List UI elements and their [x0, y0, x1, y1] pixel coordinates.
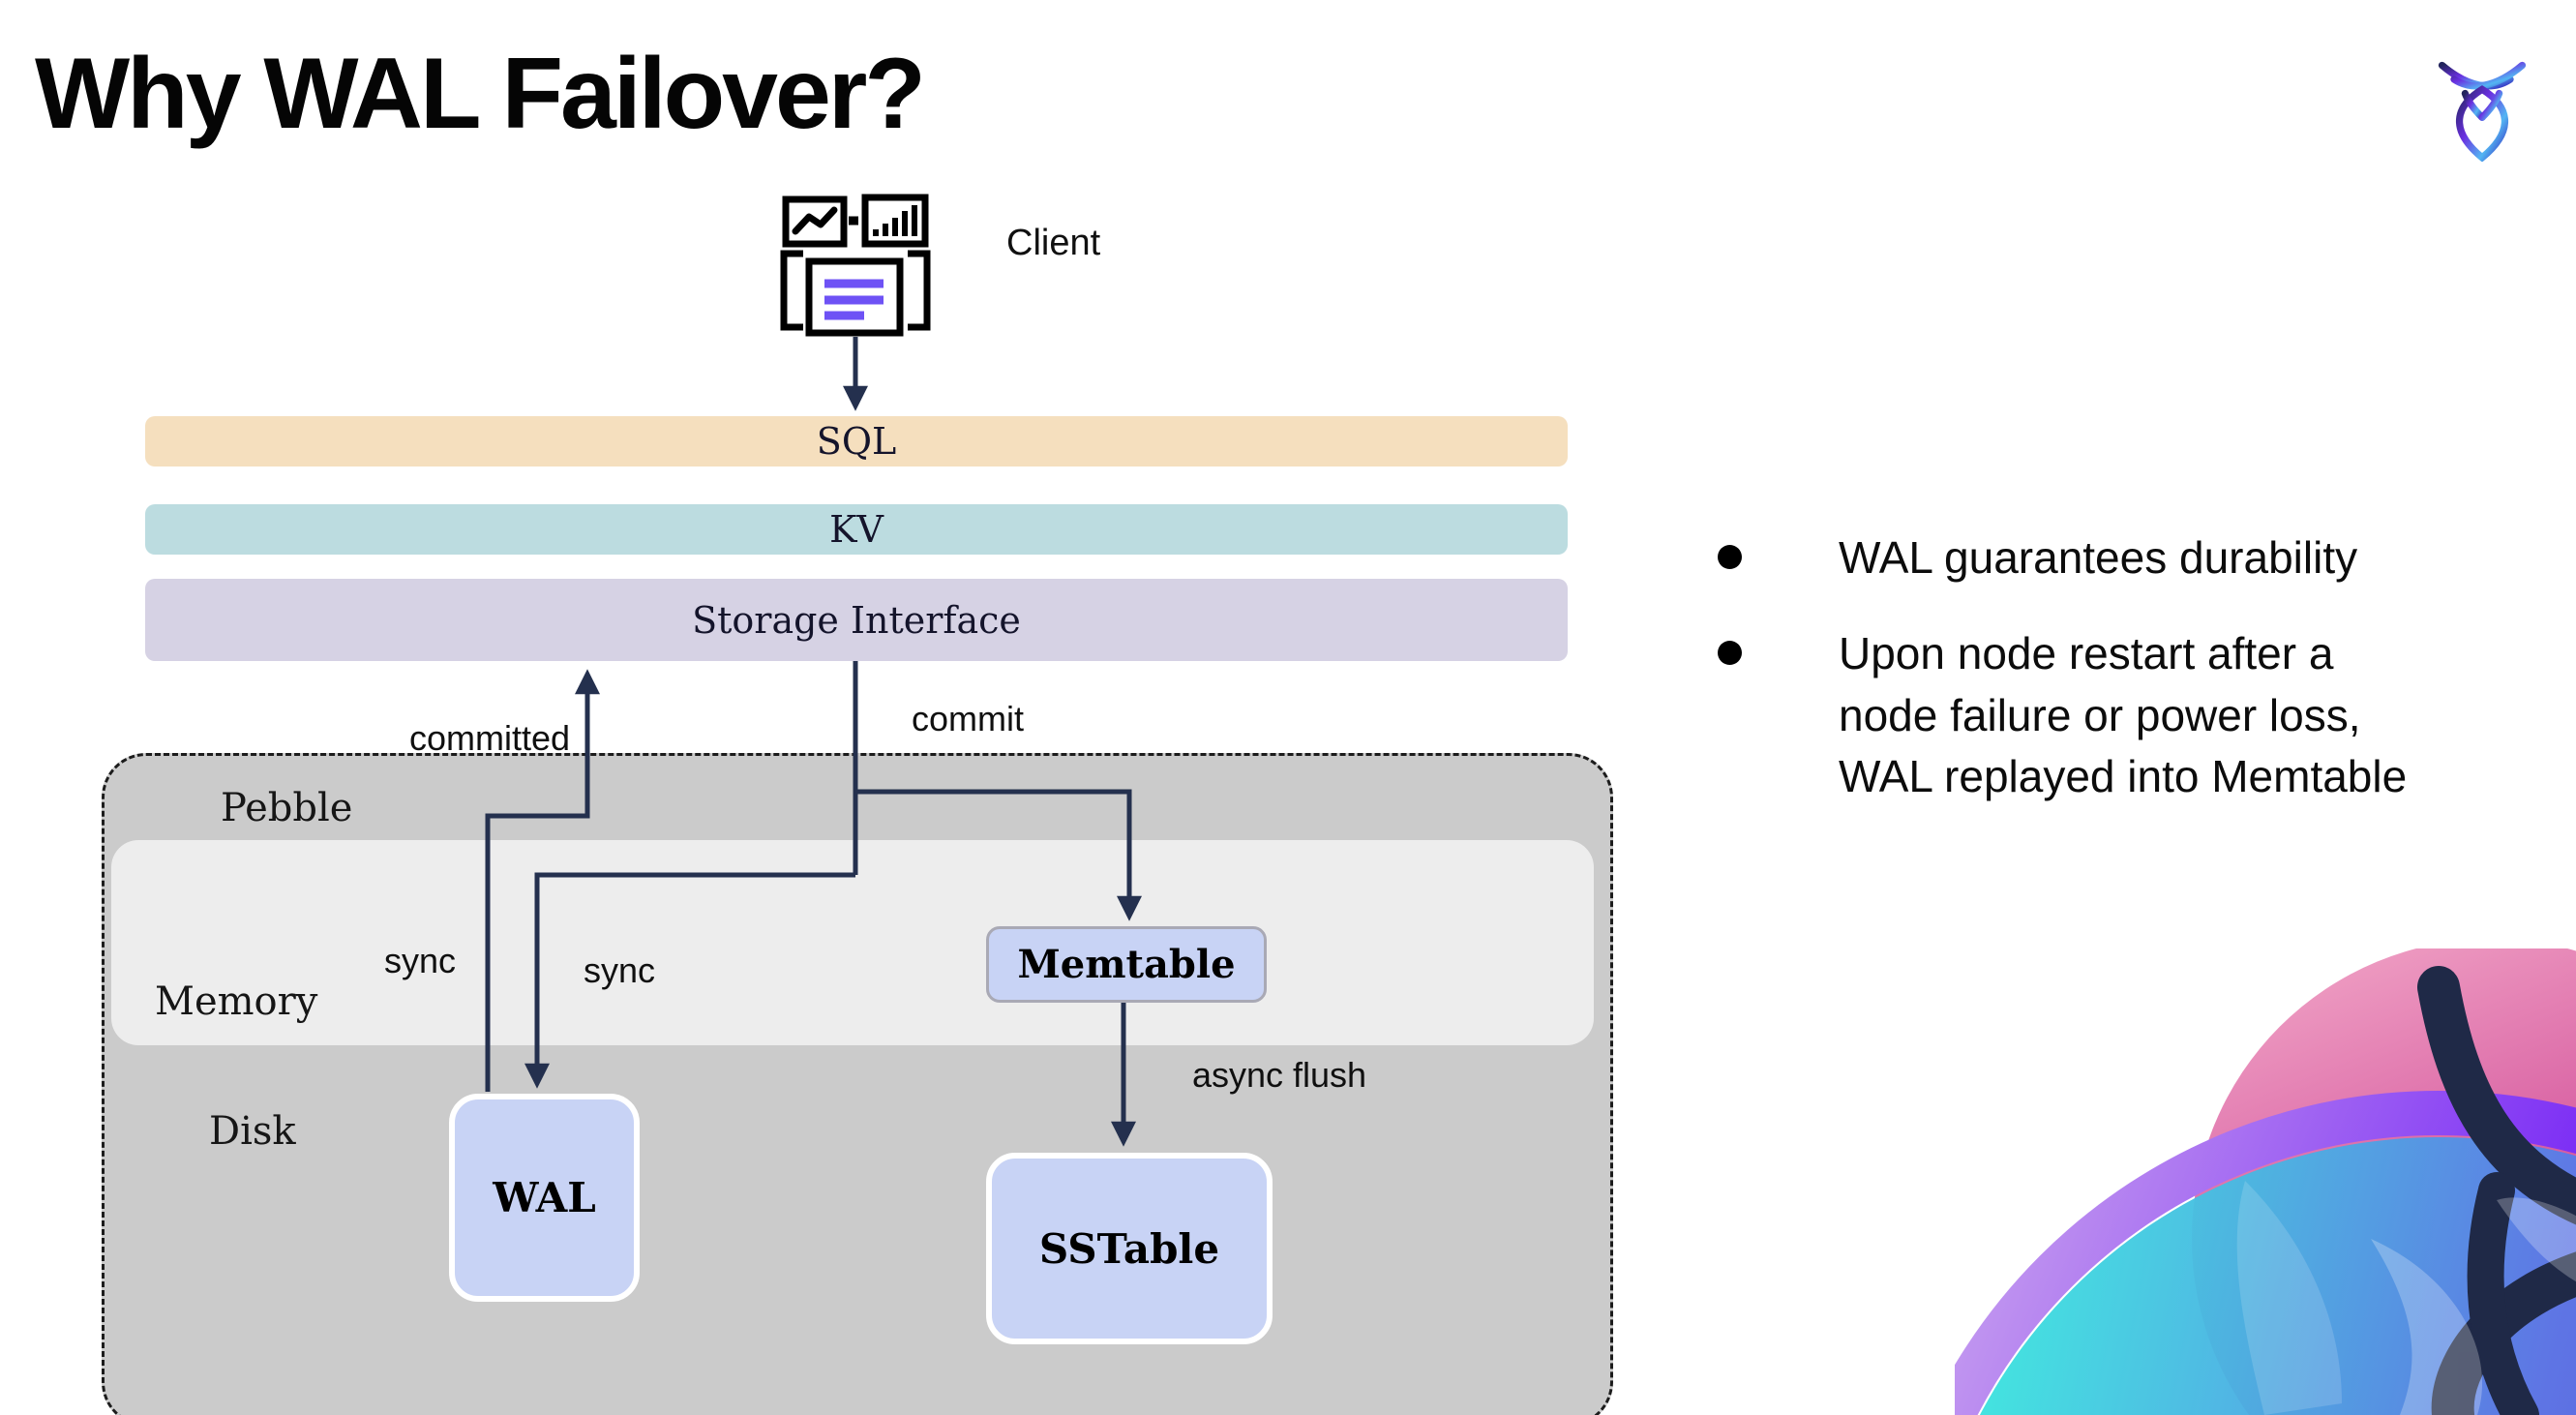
bullet-list: WAL guarantees durability Upon node rest… — [1689, 527, 2540, 843]
bullet-text: Upon node restart after a node failure o… — [1839, 628, 2408, 802]
storage-interface-layer-label: Storage Interface — [692, 598, 1021, 642]
storage-interface-layer-bar: Storage Interface — [145, 579, 1568, 661]
cockroachdb-brand-art — [1955, 948, 2576, 1415]
commit-edge-label: commit — [912, 699, 1024, 738]
list-item: WAL guarantees durability — [1689, 527, 2540, 588]
disk-label: Disk — [209, 1109, 296, 1154]
client-label: Client — [1006, 223, 1101, 263]
cockroachdb-logo-icon — [2431, 53, 2533, 162]
committed-edge-label: committed — [408, 718, 571, 758]
sql-layer-bar: SQL — [145, 416, 1568, 467]
memtable-node: Memtable — [986, 926, 1267, 1003]
memory-region — [111, 840, 1594, 1045]
client-icon — [780, 192, 931, 339]
sstable-node: SSTable — [986, 1153, 1273, 1344]
kv-layer-bar: KV — [145, 504, 1568, 555]
async-flush-edge-label: async flush — [1191, 1055, 1367, 1095]
bullet-dot-icon — [1718, 545, 1742, 569]
pebble-label: Pebble — [221, 786, 353, 830]
sstable-node-label: SSTable — [1038, 1224, 1220, 1273]
memtable-node-label: Memtable — [1017, 942, 1236, 987]
sync-edge-label-left: sync — [383, 941, 457, 980]
bullet-dot-icon — [1718, 641, 1742, 666]
kv-layer-label: KV — [829, 508, 884, 551]
wal-node: WAL — [449, 1094, 640, 1302]
sync-edge-label-right: sync — [583, 950, 656, 990]
list-item: Upon node restart after a node failure o… — [1689, 623, 2540, 807]
memory-label: Memory — [155, 979, 318, 1024]
page-title: Why WAL Failover? — [35, 38, 926, 150]
bullet-text: WAL guarantees durability — [1839, 532, 2358, 583]
wal-node-label: WAL — [493, 1174, 596, 1221]
sql-layer-label: SQL — [816, 420, 897, 463]
